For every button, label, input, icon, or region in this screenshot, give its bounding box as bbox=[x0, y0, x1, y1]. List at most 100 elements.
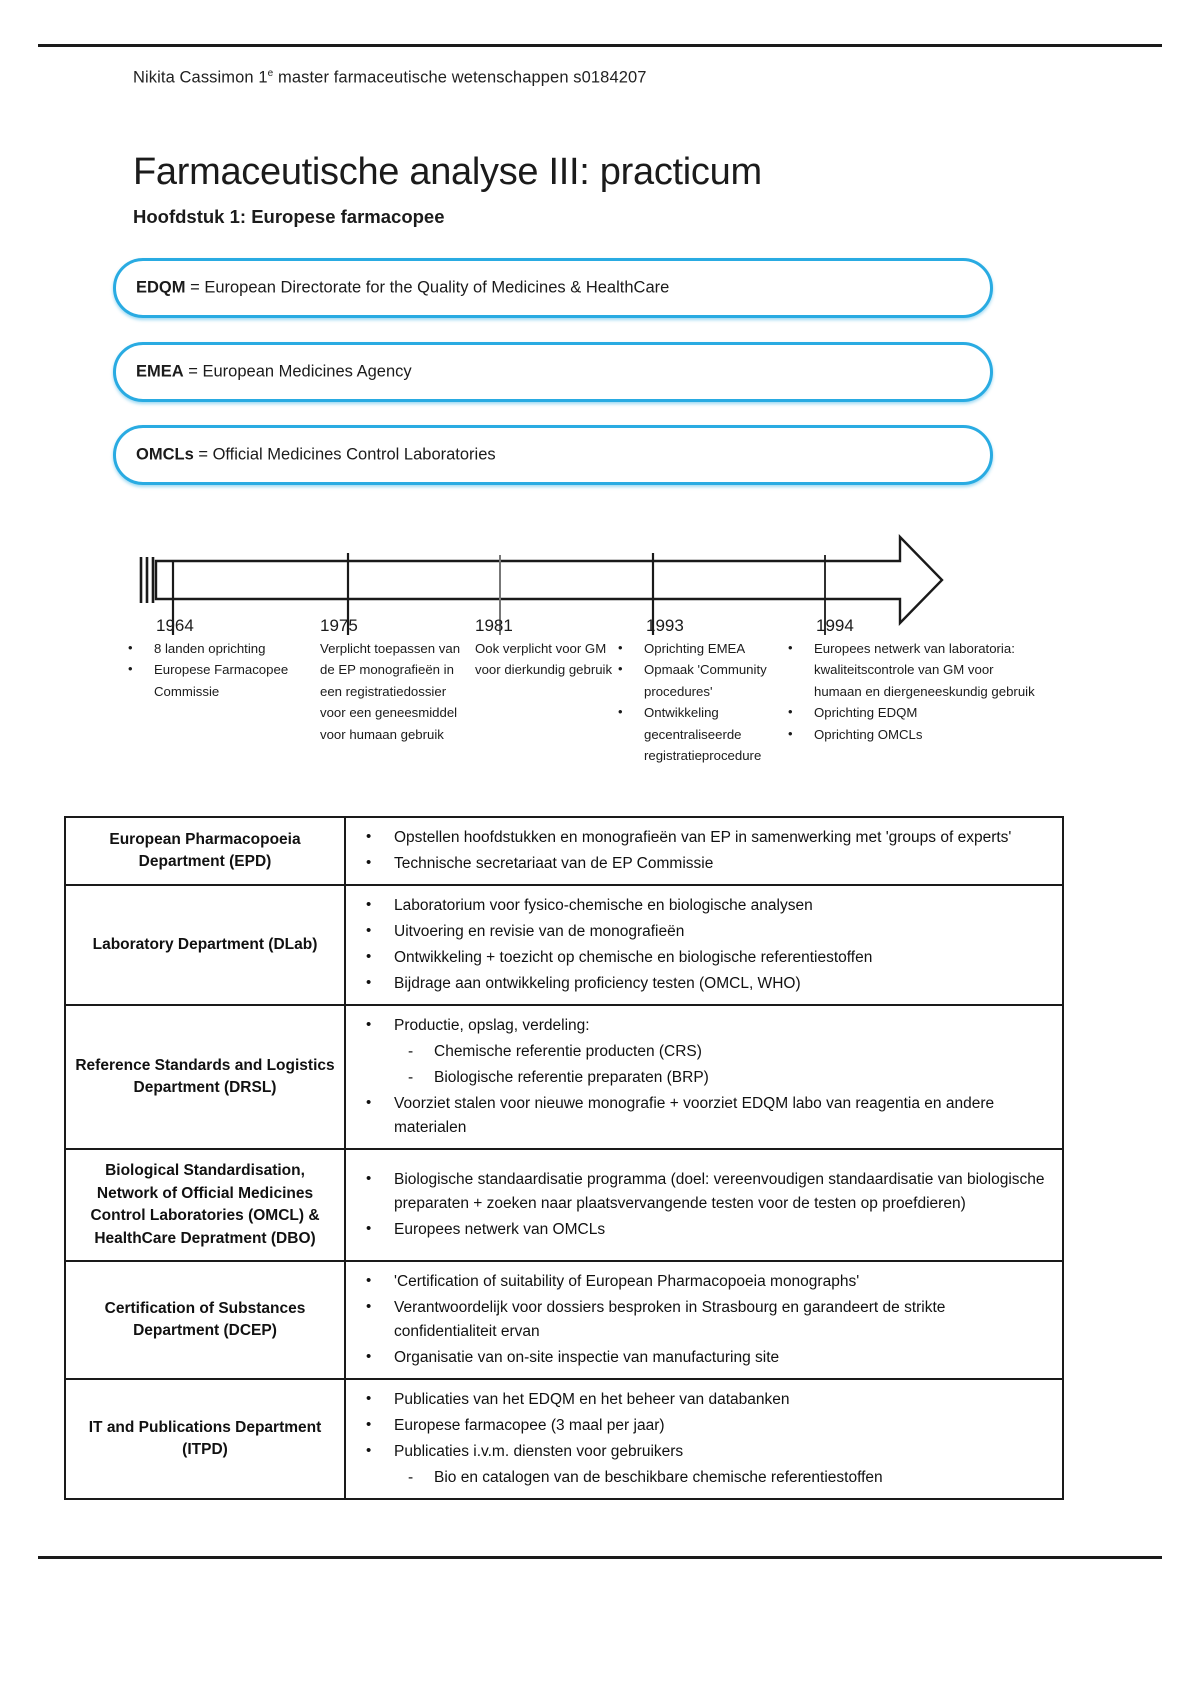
timeline-text-1981: Ook verplicht voor GM voor dierkundig ge… bbox=[475, 641, 613, 678]
duty-list: Productie, opslag, verdeling: Chemische … bbox=[354, 1013, 1052, 1140]
timeline-year-label-1993: 1993 bbox=[646, 616, 684, 635]
callout-box-emea: EMEA = European Medicines Agency bbox=[113, 342, 993, 402]
list-item: Europese farmacopee (3 maal per jaar) bbox=[354, 1413, 1052, 1438]
list-item-text: Publicaties i.v.m. diensten voor gebruik… bbox=[394, 1443, 684, 1461]
duty-list: Laboratorium voor fysico-chemische en bi… bbox=[354, 893, 1052, 996]
callout-text-edqm: EDQM = European Directorate for the Qual… bbox=[136, 279, 669, 298]
department-name-epd: European Pharmacopoeia Department (EPD) bbox=[64, 815, 346, 887]
list-item: 8 landen oprichting bbox=[120, 637, 320, 659]
timeline-year-columns: 1964 8 landen oprichting Europese Farmac… bbox=[120, 616, 1080, 816]
timeline-bullets-1964: 8 landen oprichting Europese Farmacopee … bbox=[120, 637, 320, 702]
list-item: Ontwikkeling gecentraliseerde registrati… bbox=[610, 701, 775, 766]
duty-list: Biologische standaardisatie programma (d… bbox=[354, 1167, 1052, 1242]
page-bottom-rule bbox=[38, 1556, 1162, 1559]
list-item: Voorziet stalen voor nieuwe monografie +… bbox=[354, 1091, 1052, 1140]
list-item: Oprichting OMCLs bbox=[780, 722, 1040, 745]
callout-expansion-emea: European Medicines Agency bbox=[202, 362, 412, 381]
table-row: Biological Standardisation, Network of O… bbox=[64, 1148, 1064, 1263]
callout-abbr-emea: EMEA bbox=[136, 362, 184, 381]
timeline-entry-1981: 1981 Ook verplicht voor GM voor dierkund… bbox=[475, 616, 615, 681]
list-item: Europees netwerk van laboratoria: kwalit… bbox=[780, 637, 1040, 702]
timeline-year-label-1964: 1964 bbox=[156, 616, 194, 635]
list-item: Technische secretariaat van de EP Commis… bbox=[354, 851, 1052, 876]
list-item: 'Certification of suitability of Europea… bbox=[354, 1269, 1052, 1294]
list-item: Biologische standaardisatie programma (d… bbox=[354, 1167, 1052, 1216]
callout-abbr-omcls: OMCLs bbox=[136, 445, 194, 464]
timeline-arrow-shape bbox=[154, 534, 944, 626]
list-item: Oprichting EDQM bbox=[780, 701, 1040, 723]
timeline-entry-1993: 1993 Oprichting EMEA Opmaak 'Community p… bbox=[610, 616, 775, 766]
table-row: Certification of Substances Department (… bbox=[64, 1260, 1064, 1381]
table-row: Laboratory Department (DLab) Laboratoriu… bbox=[64, 884, 1064, 1007]
list-item: Bijdrage aan ontwikkeling proficiency te… bbox=[354, 971, 1052, 996]
byline-post: master farmaceutische wetenschappen s018… bbox=[273, 68, 647, 87]
callout-expansion-omcls: Official Medicines Control Laboratories bbox=[212, 445, 496, 464]
department-name-dlab: Laboratory Department (DLab) bbox=[64, 884, 346, 1007]
department-duties-drsl: Productie, opslag, verdeling: Chemische … bbox=[344, 1004, 1064, 1151]
department-name-dcep: Certification of Substances Department (… bbox=[64, 1260, 346, 1381]
list-item: Publicaties i.v.m. diensten voor gebruik… bbox=[354, 1439, 1052, 1490]
list-item: Opstellen hoofdstukken en monografieën v… bbox=[354, 825, 1052, 850]
department-duties-itpd: Publicaties van het EDQM en het beheer v… bbox=[344, 1378, 1064, 1501]
sub-list-item: Biologische referentie preparaten (BRP) bbox=[394, 1066, 1052, 1090]
callout-text-omcls: OMCLs = Official Medicines Control Labor… bbox=[136, 446, 496, 465]
list-item: Publicaties van het EDQM en het beheer v… bbox=[354, 1387, 1052, 1412]
department-name-itpd: IT and Publications Department (ITPD) bbox=[64, 1378, 346, 1501]
timeline-body-1975: Verplicht toepassen van de EP monografie… bbox=[320, 638, 475, 745]
timeline-entry-1975: 1975 Verplicht toepassen van de EP monog… bbox=[320, 616, 475, 745]
callout-box-edqm: EDQM = European Directorate for the Qual… bbox=[113, 258, 993, 318]
department-duties-epd: Opstellen hoofdstukken en monografieën v… bbox=[344, 815, 1064, 887]
byline-superscript: e bbox=[267, 68, 274, 79]
list-item: Oprichting EMEA bbox=[610, 637, 775, 659]
duty-list: Publicaties van het EDQM en het beheer v… bbox=[354, 1387, 1052, 1490]
author-byline: Nikita Cassimon 1e master farmaceutische… bbox=[133, 68, 647, 88]
callout-expansion-edqm: European Directorate for the Quality of … bbox=[204, 278, 670, 297]
department-name-drsl: Reference Standards and Logistics Depart… bbox=[64, 1004, 346, 1151]
list-item: Verantwoordelijk voor dossiers besproken… bbox=[354, 1295, 1052, 1344]
departments-table: European Pharmacopoeia Department (EPD) … bbox=[64, 815, 1064, 1501]
duty-sub-list: Bio en catalogen van de beschikbare chem… bbox=[394, 1466, 1052, 1490]
department-duties-dbo: Biologische standaardisatie programma (d… bbox=[344, 1148, 1064, 1263]
list-item: Productie, opslag, verdeling: Chemische … bbox=[354, 1013, 1052, 1090]
list-item: Organisatie van on-site inspectie van ma… bbox=[354, 1345, 1052, 1370]
list-item: Opmaak 'Community procedures' bbox=[610, 658, 775, 702]
timeline-text-1975: Verplicht toepassen van de EP monografie… bbox=[320, 641, 461, 742]
sub-list-item: Chemische referentie producten (CRS) bbox=[394, 1040, 1052, 1064]
callout-sep-edqm: = bbox=[185, 278, 205, 297]
department-name-dbo: Biological Standardisation, Network of O… bbox=[64, 1148, 346, 1263]
duty-sub-list: Chemische referentie producten (CRS) Bio… bbox=[394, 1040, 1052, 1090]
chapter-heading: Hoofdstuk 1: Europese farmacopee bbox=[133, 206, 445, 228]
list-item: Ontwikkeling + toezicht op chemische en … bbox=[354, 945, 1052, 970]
timeline-bullets-1993: Oprichting EMEA Opmaak 'Community proced… bbox=[610, 637, 775, 766]
list-item: Europese Farmacopee Commissie bbox=[120, 658, 320, 702]
timeline-year-label-1981: 1981 bbox=[475, 616, 513, 635]
timeline-entry-1964: 1964 8 landen oprichting Europese Farmac… bbox=[120, 616, 320, 702]
department-duties-dlab: Laboratorium voor fysico-chemische en bi… bbox=[344, 884, 1064, 1007]
timeline-arrow-svg bbox=[139, 534, 944, 635]
timeline-entry-1994: 1994 Europees netwerk van laboratoria: k… bbox=[780, 616, 1040, 745]
table-row: European Pharmacopoeia Department (EPD) … bbox=[64, 815, 1064, 887]
table-row: Reference Standards and Logistics Depart… bbox=[64, 1004, 1064, 1151]
sub-list-item: Bio en catalogen van de beschikbare chem… bbox=[394, 1466, 1052, 1490]
page-title: Farmaceutische analyse III: practicum bbox=[133, 151, 762, 194]
timeline-bullets-1994: Europees netwerk van laboratoria: kwalit… bbox=[780, 637, 1040, 745]
table-row: IT and Publications Department (ITPD) Pu… bbox=[64, 1378, 1064, 1501]
duty-list: 'Certification of suitability of Europea… bbox=[354, 1269, 1052, 1370]
timeline-year-label-1975: 1975 bbox=[320, 616, 358, 635]
timeline-body-1993: Oprichting EMEA Opmaak 'Community proced… bbox=[610, 637, 775, 766]
list-item: Laboratorium voor fysico-chemische en bi… bbox=[354, 893, 1052, 918]
timeline-body-1994: Europees netwerk van laboratoria: kwalit… bbox=[780, 637, 1040, 745]
callout-text-emea: EMEA = European Medicines Agency bbox=[136, 363, 412, 382]
timeline-graphic bbox=[130, 525, 960, 635]
timeline-year-label-1994: 1994 bbox=[816, 616, 854, 635]
list-item: Europees netwerk van OMCLs bbox=[354, 1217, 1052, 1242]
callout-abbr-edqm: EDQM bbox=[136, 278, 186, 297]
department-duties-dcep: 'Certification of suitability of Europea… bbox=[344, 1260, 1064, 1381]
list-item: Uitvoering en revisie van de monografieë… bbox=[354, 919, 1052, 944]
list-item-text: Productie, opslag, verdeling: bbox=[394, 1017, 590, 1035]
callout-sep-emea: = bbox=[183, 362, 203, 381]
byline-pre: Nikita Cassimon 1 bbox=[133, 68, 268, 87]
callout-sep-omcls: = bbox=[193, 445, 213, 464]
timeline-body-1964: 8 landen oprichting Europese Farmacopee … bbox=[120, 637, 320, 702]
